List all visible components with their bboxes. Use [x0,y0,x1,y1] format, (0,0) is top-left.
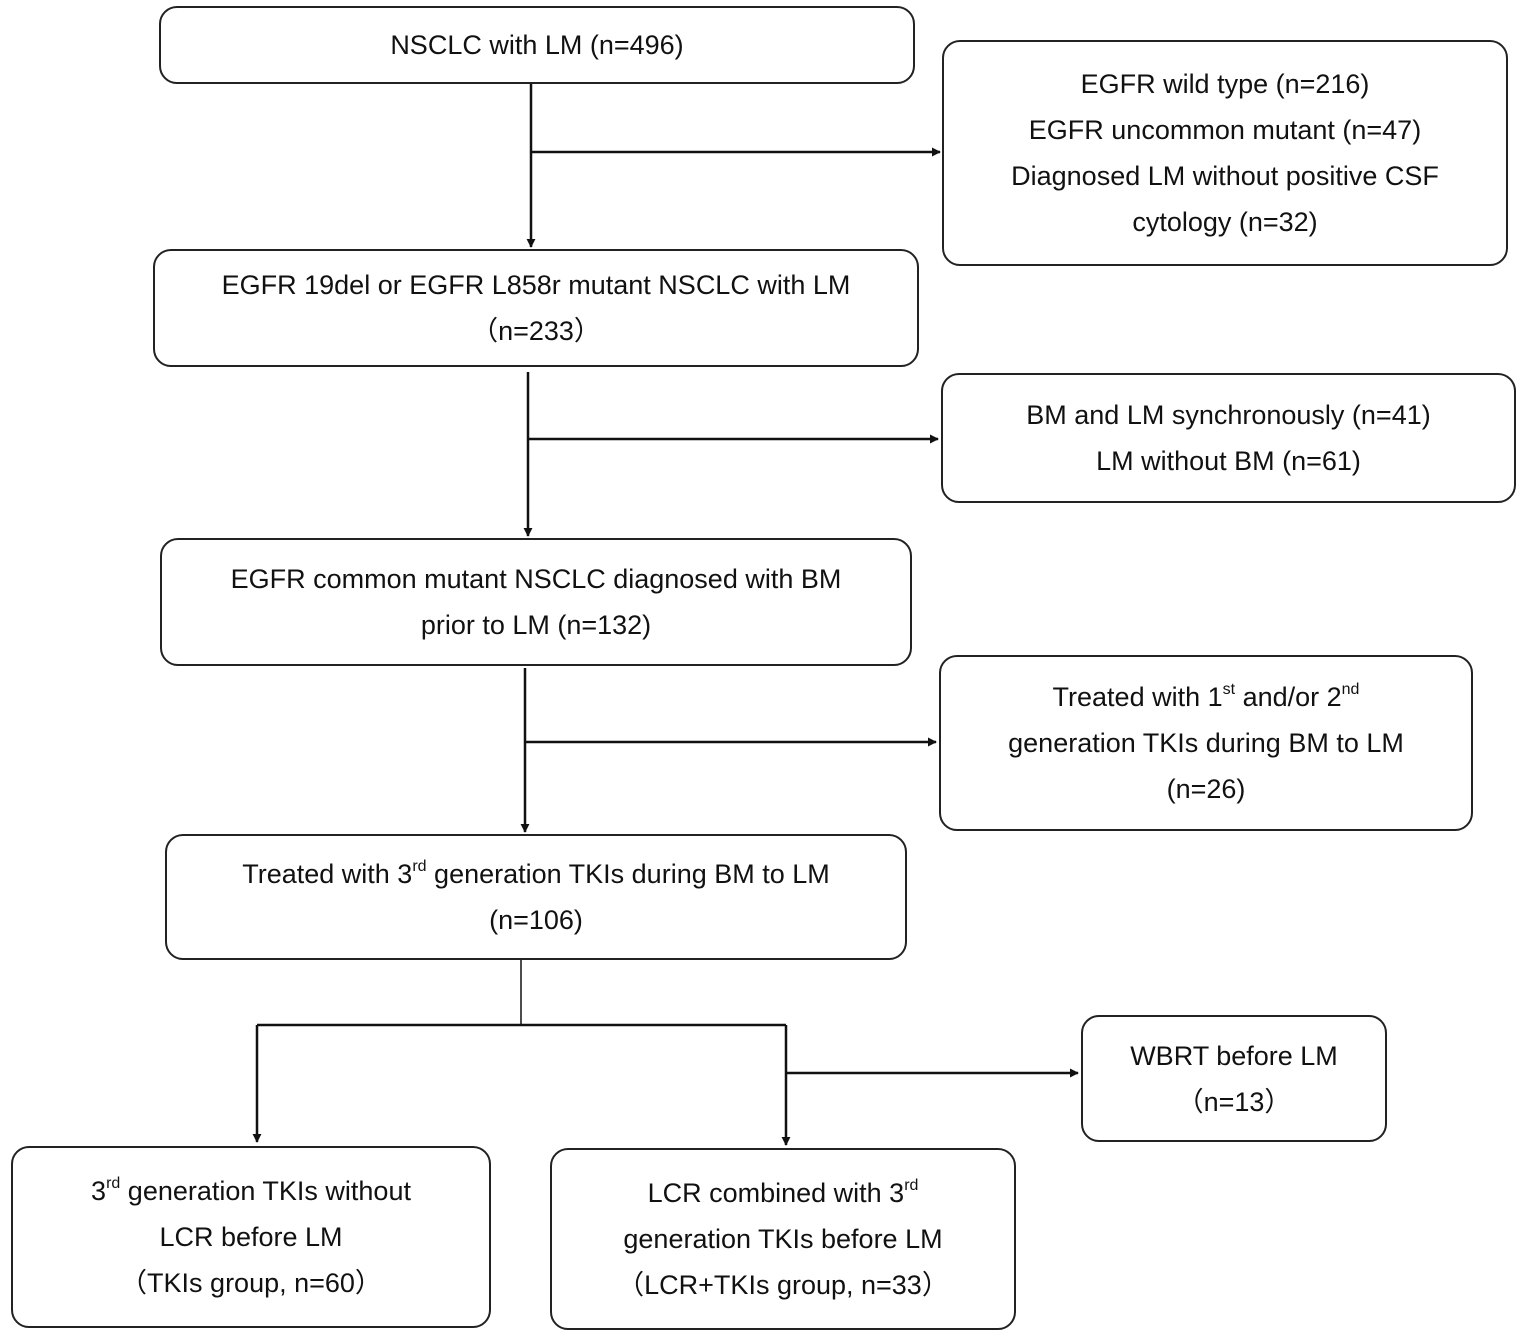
box-text-line: (n=26) [1166,774,1246,804]
box-exclusion-egfr: EGFR wild type (n=216) EGFR uncommon mut… [942,40,1508,266]
box-exclusion-1st-2nd-tkis: Treated with 1st and/or 2nd generation T… [939,655,1473,831]
box-text-line: cytology (n=32) [1132,207,1318,237]
box-text-line: EGFR uncommon mutant (n=47) [1028,115,1422,145]
box-text-line: generation TKIs during BM to LM [1008,728,1404,758]
box-text-line: EGFR common mutant NSCLC diagnosed with … [230,564,842,594]
box-text-line: LCR combined with 3rd [647,1177,919,1209]
box-tkis-group: 3rd generation TKIs without LCR before L… [11,1146,491,1328]
box-text-line: prior to LM (n=132) [420,610,652,640]
box-text-line: generation TKIs before LM [623,1224,943,1254]
box-text-line: （TKIs group, n=60） [120,1268,382,1298]
box-text-line: Treated with 1st and/or 2nd [1052,681,1360,713]
box-exclusion-bm-lm: BM and LM synchronously (n=41) LM withou… [941,373,1516,503]
box-text-line: Treated with 3rd generation TKIs during … [242,858,830,890]
box-text-line: LM without BM (n=61) [1096,446,1361,476]
box-text-line: WBRT before LM [1130,1040,1338,1071]
box-text-line: Diagnosed LM without positive CSF [1011,161,1439,191]
box-exclusion-wbrt: WBRT before LM （n=13） [1081,1015,1387,1142]
box-text-line: 3rd generation TKIs without [91,1175,411,1207]
box-nsclc-with-lm: NSCLC with LM (n=496) [159,6,915,84]
box-bm-prior-to-lm: EGFR common mutant NSCLC diagnosed with … [160,538,912,666]
box-3rd-gen-tkis: Treated with 3rd generation TKIs during … [165,834,907,960]
box-lcr-tkis-group: LCR combined with 3rd generation TKIs be… [550,1148,1016,1330]
box-egfr-19del-l858r: EGFR 19del or EGFR L858r mutant NSCLC wi… [153,249,919,367]
box-text-line: EGFR 19del or EGFR L858r mutant NSCLC wi… [221,270,851,300]
box-text-line: (n=106) [489,905,583,935]
box-text-line: （n=13） [1176,1086,1292,1117]
box-text-line: （LCR+TKIs group, n=33） [617,1270,949,1300]
box-text-line: BM and LM synchronously (n=41) [1026,400,1431,430]
box-text-line: （n=233） [471,316,601,346]
box-text-line: EGFR wild type (n=216) [1080,69,1370,99]
box-text-line: NSCLC with LM (n=496) [390,30,684,60]
box-text-line: LCR before LM [159,1222,343,1252]
